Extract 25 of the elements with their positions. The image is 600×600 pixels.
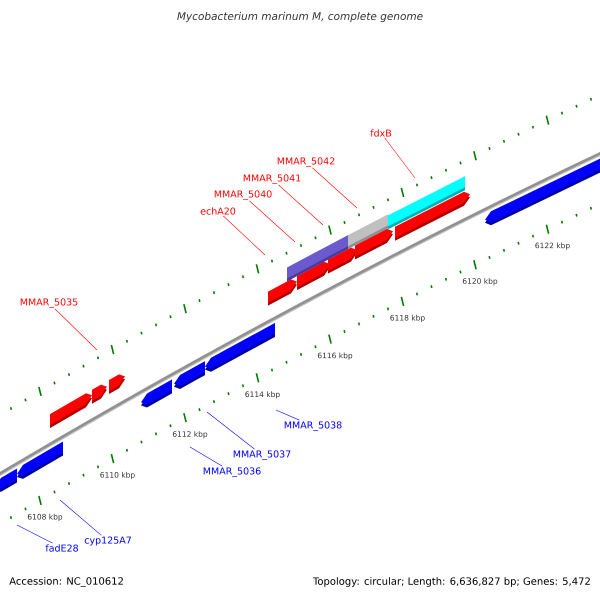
gene-label: cyp125A7 — [84, 536, 131, 546]
gene-label: fdxB — [370, 129, 392, 137]
accession-text: Accession: NC_010612 — [9, 577, 123, 587]
gene-label: MMAR_5036 — [204, 467, 261, 477]
leader-line — [60, 500, 102, 536]
gene-label: MMAR_5035 — [20, 298, 78, 308]
leader-line — [206, 412, 255, 450]
leader-line — [278, 184, 324, 226]
gene-label: MMAR_5040 — [214, 190, 272, 200]
leader-line — [222, 216, 266, 256]
gene-label: MMAR_5037 — [234, 450, 290, 460]
leader-line — [276, 410, 300, 420]
gene-label: echA20 — [200, 207, 236, 215]
gene-label: MMAR_5038 — [284, 421, 342, 431]
leader-line — [16, 524, 53, 544]
leader-line — [54, 308, 98, 350]
leader-line — [249, 200, 296, 242]
genome-info-text: Topology: circular; Length: 6,636,827 bp; Genes: 5,472 — [312, 577, 590, 587]
leader-line — [190, 446, 222, 466]
leader-line — [312, 168, 358, 208]
gene-label: fadE28 — [46, 544, 78, 552]
leader-line — [384, 138, 416, 178]
gene-label: MMAR_5042 — [278, 157, 334, 167]
title: Mycobacterium marinum M, complete genome — [177, 12, 423, 22]
gene-label: MMAR_5041 — [244, 174, 300, 184]
